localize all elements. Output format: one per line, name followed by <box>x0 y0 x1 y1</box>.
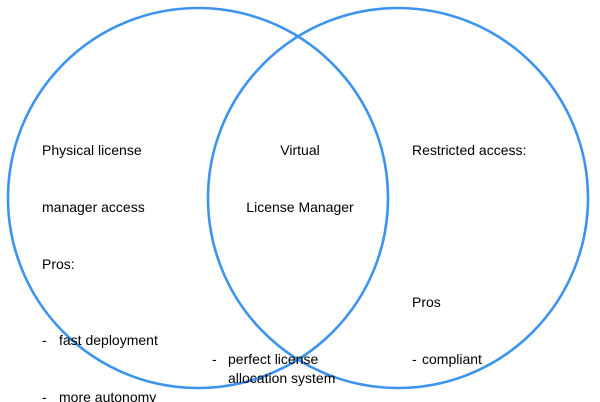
right-pros-label: Pros <box>412 294 441 310</box>
left-pros-label: Pros: <box>42 256 75 272</box>
center-item: - perfect license allocation system <box>212 350 388 388</box>
right-gap-top <box>412 217 554 236</box>
circle-restricted-access <box>206 6 590 390</box>
left-region-text: Physical license manager access Pros: - … <box>42 103 191 402</box>
bullet-dash-icon: - <box>212 351 217 367</box>
right-pro-text: compliant <box>422 351 482 367</box>
overlap-region-text: Virtual License Manager - perfect licens… <box>212 103 388 402</box>
right-heading: Restricted access: <box>412 142 527 158</box>
circle-physical-license-manager-access <box>6 6 390 390</box>
bullet-dash-icon: - <box>412 351 417 367</box>
left-heading-line2: manager access <box>42 199 145 215</box>
bullet-dash-icon: - <box>42 389 47 402</box>
center-gap <box>212 274 388 293</box>
right-pro-item: - compliant <box>412 350 554 369</box>
right-region-text: Restricted access: Pros - compliant - ti… <box>412 103 554 402</box>
center-item-text: perfect license allocation system <box>228 351 336 386</box>
center-title-line2: License Manager <box>246 199 354 215</box>
left-pro-item: - fast deployment <box>42 331 191 350</box>
left-pro-item: - more autonomy <box>42 388 191 402</box>
bullet-dash-icon: - <box>42 332 47 348</box>
left-pro-text: fast deployment <box>59 332 158 348</box>
center-title-line1: Virtual <box>280 142 320 158</box>
left-heading-line1: Physical license <box>42 142 142 158</box>
left-pro-text: more autonomy <box>59 389 157 402</box>
